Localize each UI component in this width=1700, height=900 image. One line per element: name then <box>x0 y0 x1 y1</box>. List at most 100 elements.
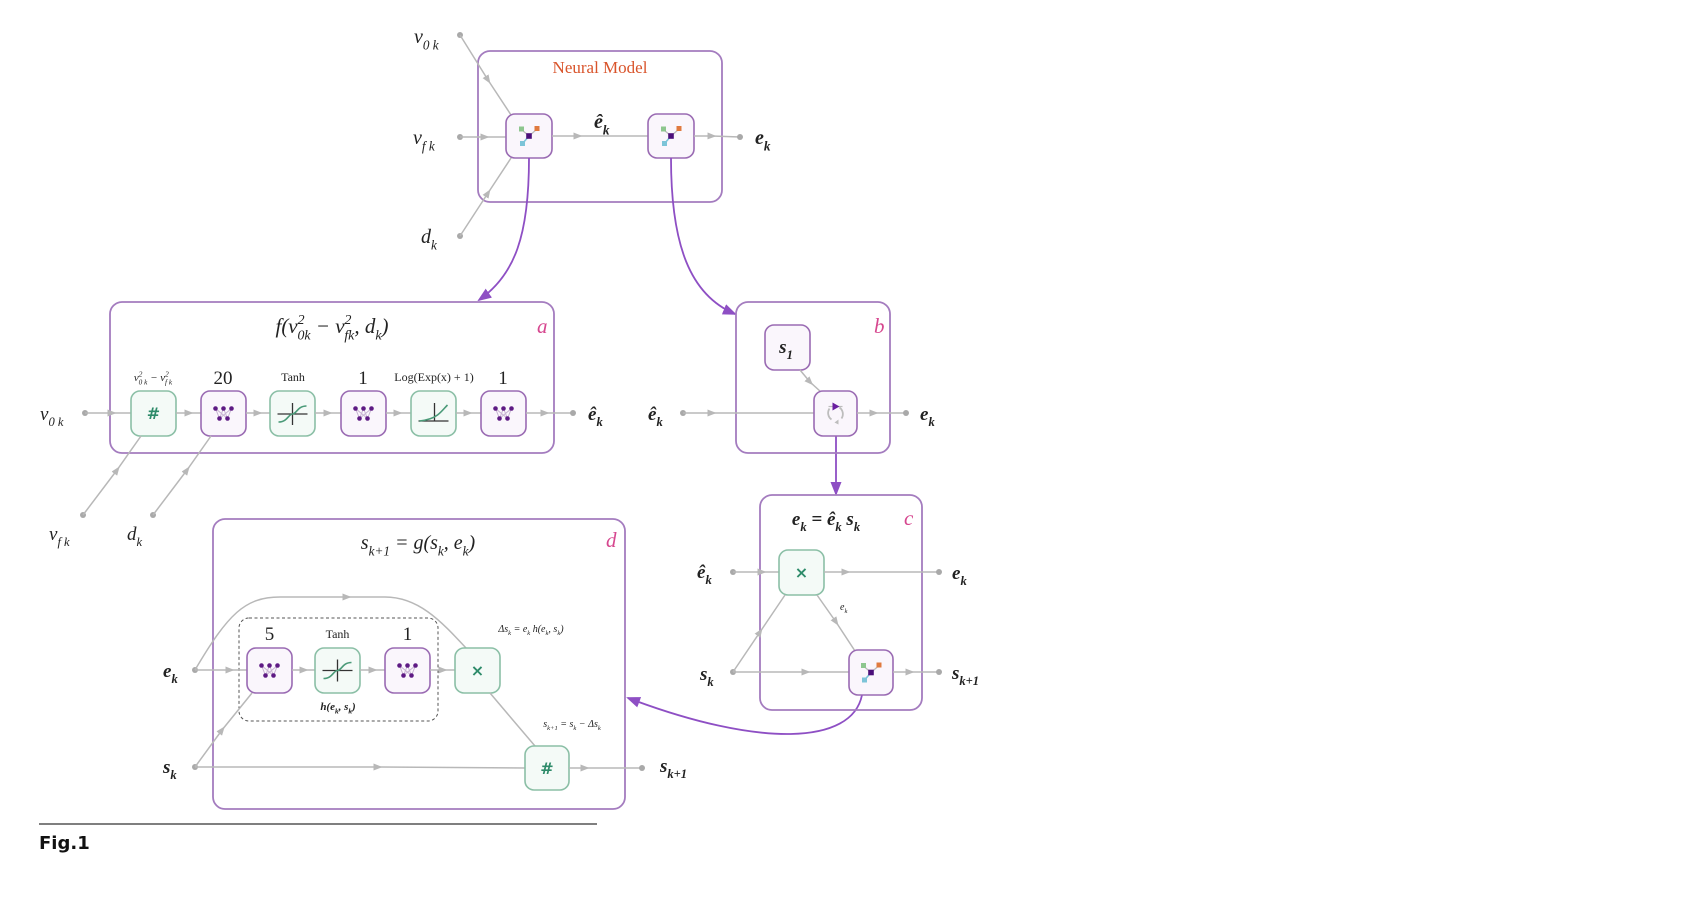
panel-b-output-label: ek <box>920 404 935 429</box>
math-segment: k+1 <box>667 767 687 781</box>
edge-node2-to-output <box>694 132 741 140</box>
math-segment: s <box>842 509 854 530</box>
neural-model-title: Neural Model <box>553 58 648 77</box>
panel-b-input-label: êk <box>648 404 663 429</box>
hash-icon: # <box>540 759 553 778</box>
panel-c-output-port-s-next[interactable] <box>936 669 942 675</box>
panel-a-output-port[interactable] <box>570 410 576 416</box>
layer-label-tanh: Tanh <box>281 370 305 384</box>
math-segment: h(e <box>320 701 335 713</box>
math-segment: k <box>800 520 807 534</box>
math-segment: k+1 <box>959 674 979 688</box>
panel-d-frame <box>212 518 626 810</box>
math-segment: , d <box>354 314 376 338</box>
math-segment: , s <box>338 701 349 713</box>
math-segment: k <box>170 768 177 782</box>
math-segment: ) <box>351 701 356 713</box>
math-segment: k <box>171 672 178 686</box>
panel-a-frame <box>109 301 555 454</box>
math-segment: s <box>659 756 667 777</box>
math-segment: f k <box>422 138 436 153</box>
output-port-e[interactable] <box>737 134 743 140</box>
panel-b-output-port[interactable] <box>903 410 909 416</box>
math-segment: ê <box>697 562 706 583</box>
math-segment: e <box>755 127 764 149</box>
math-segment: ê <box>594 111 603 133</box>
math-segment: s <box>361 532 369 554</box>
math-segment: s <box>162 757 170 778</box>
math-segment: ê <box>648 404 657 425</box>
math-segment: − v <box>311 314 346 338</box>
panel-d-output-port[interactable] <box>639 765 645 771</box>
edge-c-s-to-multiply <box>732 594 786 673</box>
initial-state-node[interactable] <box>764 324 811 371</box>
panel-d: sk+1 = g(sk, ek) d ek 5 Tanh 1 h(ek, sk)… <box>162 518 687 810</box>
math-segment: k <box>764 138 771 153</box>
math-segment: 2 <box>345 312 352 327</box>
edge-d-e-bypass-b <box>344 596 467 649</box>
edge-initial-state-to-loop <box>799 369 822 393</box>
softplus-layer-node[interactable] <box>410 390 457 437</box>
panel-b-tag: b <box>874 314 885 338</box>
math-segment: 0 k <box>48 415 63 429</box>
panel-d-input-label-e: ek <box>163 661 178 686</box>
math-segment: k <box>835 520 842 534</box>
edge-a-d-input <box>152 435 212 516</box>
panel-a-input-label-d: dk <box>127 524 143 549</box>
figure-caption: Fig.1 <box>39 833 90 854</box>
math-segment: 2 <box>139 370 143 378</box>
math-segment: k <box>431 237 438 252</box>
math-segment: e <box>840 602 845 613</box>
linear-layer-node-1b[interactable] <box>480 390 527 437</box>
intermediate-label-e-hat: êk <box>594 111 610 137</box>
math-segment: f(v <box>275 314 298 338</box>
math-segment: 0 k <box>139 379 148 387</box>
math-segment: k <box>603 122 610 137</box>
layer-label-linear-1b: 1 <box>498 368 508 389</box>
panel-a-input-label-vf: vf k <box>49 524 70 549</box>
panel-a-tag: a <box>537 314 548 338</box>
panel-c-tag: c <box>904 506 914 530</box>
math-segment: 2 <box>165 370 169 378</box>
math-segment: k <box>348 708 352 716</box>
multiply-node[interactable] <box>454 647 501 694</box>
panel-d-title: sk+1 = g(sk, ek) <box>361 532 476 558</box>
math-segment: k <box>463 543 470 558</box>
edge-d-e-bypass-a <box>194 593 352 671</box>
math-segment: k <box>656 415 663 429</box>
fold-loop-node[interactable] <box>813 390 858 437</box>
math-segment: − v <box>147 372 165 384</box>
math-segment: , s <box>548 624 557 635</box>
linear-layer-node-5[interactable] <box>246 647 293 694</box>
panel-c-title: ek = êk sk <box>792 509 861 534</box>
panel-c-output-label-e: ek <box>952 563 967 588</box>
math-segment: f k <box>57 535 70 549</box>
math-segment: v <box>40 404 49 425</box>
math-segment: k <box>137 535 143 549</box>
input-label-d: dk <box>421 226 438 252</box>
input-label-v0: v0 k <box>414 26 440 52</box>
initial-state-label: s1 <box>778 337 793 362</box>
math-segment: k <box>438 543 445 558</box>
hash-icon: # <box>147 404 160 423</box>
math-segment: e <box>952 563 961 584</box>
panel-c-output-port-e[interactable] <box>936 569 942 575</box>
math-segment: v <box>414 26 423 48</box>
math-segment: h(e <box>530 624 546 635</box>
panel-c: ek = êk sk c êk × ek ek sk sk+1 <box>697 494 979 711</box>
neural-model-panel: Neural Model v0 k vf k dk êk ek <box>413 26 771 252</box>
linear-layer-node-1[interactable] <box>340 390 387 437</box>
math-segment: e <box>920 404 929 425</box>
linear-layer-node-20[interactable] <box>200 390 247 437</box>
panel-c-edge-label: ek <box>840 602 848 615</box>
math-segment: = ê <box>807 509 836 530</box>
math-segment: v <box>413 127 422 149</box>
math-segment: s <box>951 663 959 684</box>
math-segment: k <box>705 573 712 587</box>
times-icon: × <box>471 661 484 680</box>
linear-layer-node-1[interactable] <box>384 647 431 694</box>
panel-c-input-label-e-hat: êk <box>697 562 712 587</box>
math-segment: k+1 <box>369 543 390 558</box>
